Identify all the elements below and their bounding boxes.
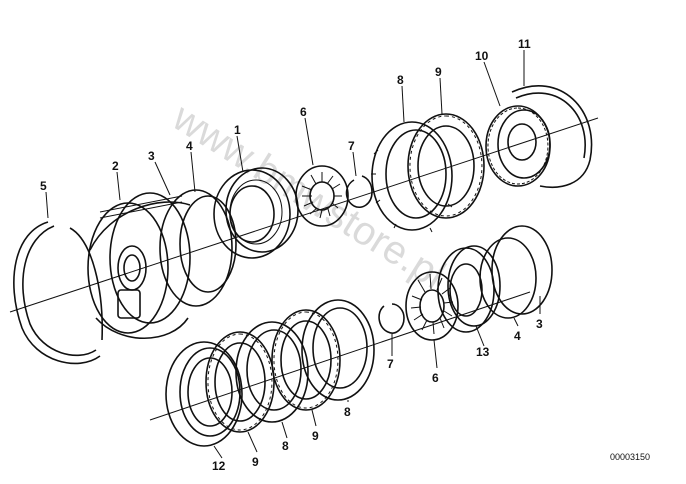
reference-code: 00003150 bbox=[610, 452, 650, 462]
snap-ring-part-5 bbox=[13, 221, 104, 365]
callout-6-lower: 6 bbox=[432, 371, 439, 385]
callout-7-upper: 7 bbox=[348, 139, 355, 153]
callout-12: 12 bbox=[212, 459, 226, 473]
callout-13: 13 bbox=[476, 345, 490, 359]
callout-8-lower-b: 8 bbox=[282, 439, 289, 453]
end-plate-part-12 bbox=[165, 341, 243, 447]
piston-part-13 bbox=[437, 245, 501, 333]
hub-part-10 bbox=[485, 105, 551, 187]
callout-8-upper: 8 bbox=[397, 73, 404, 87]
callout-9-upper: 9 bbox=[435, 65, 442, 79]
outer-plate-part-8-lower-b bbox=[235, 321, 309, 423]
callout-11: 11 bbox=[518, 37, 531, 51]
upper-axis-line bbox=[9, 117, 599, 313]
friction-plate-part-9-upper bbox=[407, 113, 485, 219]
spring-plate-part-6-upper bbox=[295, 165, 349, 227]
snap-ring-part-7-lower bbox=[378, 303, 405, 334]
callout-3-upper: 3 bbox=[148, 149, 155, 163]
callout-3-lower: 3 bbox=[536, 317, 543, 331]
ring-part-3-lower bbox=[491, 225, 553, 315]
leader-lines bbox=[45, 50, 541, 459]
callout-9-lower-a: 9 bbox=[312, 429, 319, 443]
snap-ring-part-7-upper bbox=[345, 175, 373, 208]
callout-10: 10 bbox=[475, 49, 489, 63]
callout-7-lower: 7 bbox=[387, 357, 394, 371]
snap-ring-part-11 bbox=[511, 85, 593, 189]
callout-4-lower: 4 bbox=[514, 329, 521, 343]
seal-ring-part-4-lower bbox=[479, 237, 537, 319]
callout-9-lower-b: 9 bbox=[252, 455, 259, 469]
spring-plate-part-6-lower bbox=[405, 271, 459, 341]
clutch-drum-part-2 bbox=[87, 192, 191, 339]
callout-2: 2 bbox=[112, 159, 119, 173]
outer-plate-part-8-upper bbox=[371, 121, 453, 233]
callout-6-upper: 6 bbox=[300, 105, 307, 119]
callout-8-lower-a: 8 bbox=[344, 405, 351, 419]
ring-part-3-upper bbox=[159, 189, 233, 307]
friction-plate-part-9-lower-b bbox=[205, 331, 275, 433]
callout-1: 1 bbox=[234, 123, 241, 137]
callout-5: 5 bbox=[40, 179, 47, 193]
seal-ring-part-4-upper bbox=[179, 195, 237, 293]
piston-part-1 bbox=[213, 167, 299, 259]
friction-plate-part-9-lower-a bbox=[271, 309, 341, 411]
outer-plate-part-8-lower-a bbox=[301, 299, 375, 401]
callout-4-upper: 4 bbox=[186, 139, 193, 153]
